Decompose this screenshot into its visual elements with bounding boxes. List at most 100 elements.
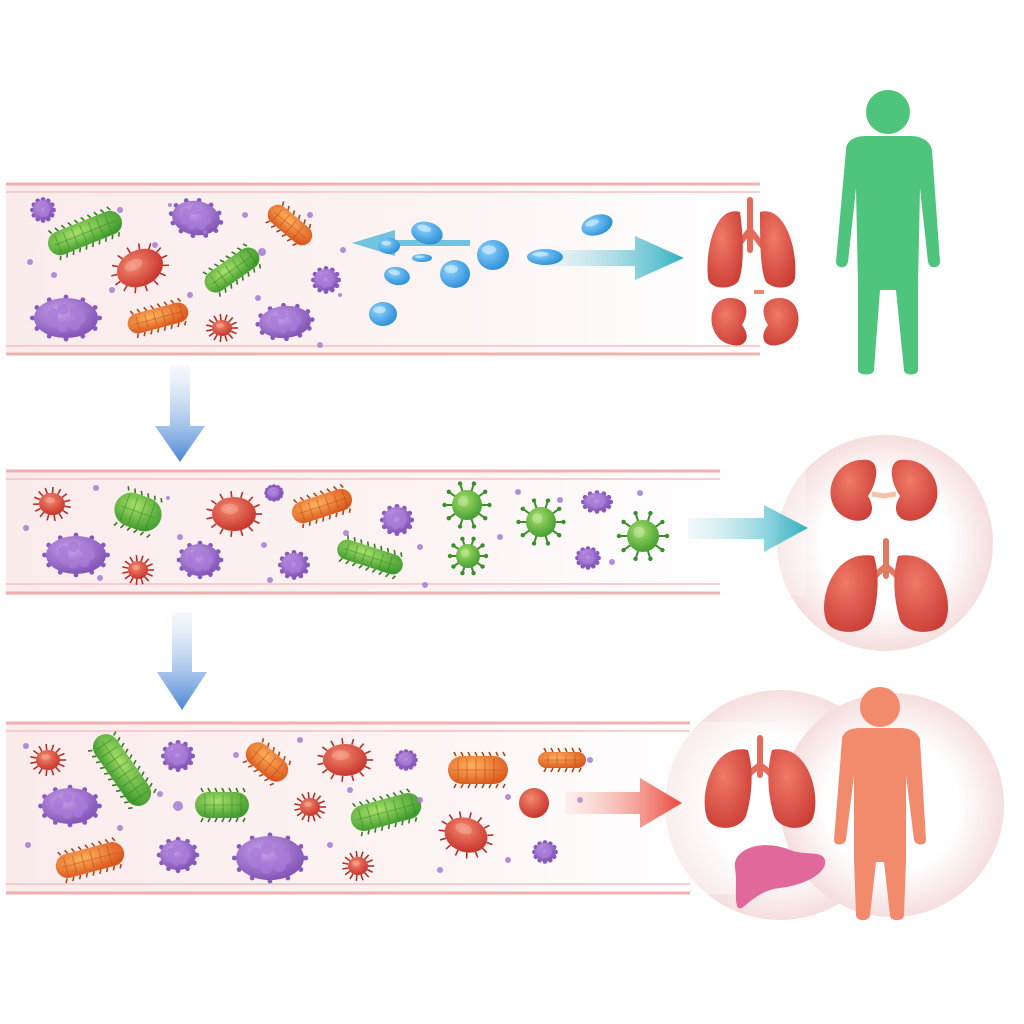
panel-1: [6, 90, 940, 375]
liver-icon: [734, 845, 826, 909]
particle-dot: [317, 342, 323, 348]
particle-dot: [327, 842, 333, 848]
particle-dot: [307, 212, 313, 218]
pill-icon: [477, 240, 509, 270]
bacillus-microbe: [113, 486, 163, 539]
particle-dot: [51, 272, 57, 278]
bacillus-microbe: [538, 747, 586, 773]
microbe-group: [23, 481, 670, 588]
particle-dot: [23, 525, 29, 531]
particle-dot: [637, 490, 643, 496]
particle-dot: [27, 259, 33, 265]
cocci-cluster-microbe: [42, 532, 110, 578]
red-blood-cell: [519, 788, 549, 818]
bacillus-microbe: [195, 787, 249, 823]
particle-dot: [187, 292, 193, 298]
pill-icon: [527, 249, 563, 265]
cocci-cluster-microbe: [255, 302, 315, 342]
pill-icon: [411, 221, 443, 245]
particle-dot: [343, 530, 349, 536]
particle-dot: [515, 489, 521, 495]
spiked-microbe: [516, 498, 566, 546]
particle-dot: [25, 842, 31, 848]
red-bacterium-microbe: [438, 811, 494, 859]
particle-dot: [437, 867, 443, 873]
particle-dot: [417, 544, 423, 550]
person-icon: [834, 687, 926, 921]
lungs-icon: [704, 735, 816, 828]
red-bacterium-microbe: [33, 486, 71, 522]
red-bacterium-microbe: [122, 554, 154, 586]
particle-dot: [117, 825, 123, 831]
particle-dot: [109, 287, 115, 293]
particle-dot: [340, 247, 346, 253]
particle-dot: [505, 794, 511, 800]
cocci-cluster-microbe: [38, 784, 102, 828]
bacillus-microbe: [448, 751, 508, 789]
bacillus-microbe: [350, 788, 422, 837]
spiked-microbe: [616, 510, 670, 562]
particle-dot: [117, 207, 123, 213]
particle-dot: [258, 248, 266, 256]
particle-dot: [93, 485, 99, 491]
right-arrow-icon: [540, 236, 684, 280]
bacillus-microbe: [242, 737, 292, 786]
particle-dot: [422, 582, 428, 588]
down-arrow-icon: [157, 612, 207, 710]
red-bacterium-microbe: [30, 744, 66, 776]
pill-icon: [581, 214, 613, 236]
kidneys-icon: [711, 290, 799, 346]
person-icon: [836, 90, 940, 375]
particle-dot: [97, 575, 103, 581]
spiked-microbe: [447, 536, 489, 576]
lungs-icon: [824, 538, 948, 632]
red-bacterium-microbe: [111, 243, 169, 294]
cocci-cluster-microbe: [231, 832, 309, 884]
red-bacterium-microbe: [294, 791, 326, 823]
cocci-cluster-microbe: [30, 294, 102, 342]
particle-dot: [157, 791, 163, 797]
right-arrow-icon: [565, 778, 682, 828]
particle-dot: [347, 787, 353, 793]
particle-dot: [297, 737, 303, 743]
down-arrow-icon: [155, 365, 205, 462]
right-arrow-icon: [688, 505, 808, 552]
red-bacterium-microbe: [317, 738, 373, 782]
cocci-cluster-microbe: [160, 739, 196, 773]
spiked-microbe: [442, 481, 492, 529]
particle-dot: [173, 801, 183, 811]
pill-icon: [378, 238, 400, 254]
pill-icon: [384, 266, 410, 286]
particle-dot: [168, 203, 172, 207]
cocci-cluster-microbe: [532, 840, 558, 864]
particle-dot: [203, 230, 207, 234]
cocci-cluster-microbe: [156, 836, 200, 874]
particle-dot: [609, 559, 615, 565]
particle-dot: [233, 752, 239, 758]
particle-dot: [261, 542, 267, 548]
bacillus-microbe: [291, 483, 353, 529]
particle-dot: [338, 293, 342, 297]
kidneys-icon: [830, 459, 938, 521]
cocci-cluster-microbe: [580, 490, 614, 514]
particle-dot: [152, 242, 158, 248]
cocci-cluster-microbe: [168, 198, 224, 238]
pill-group: [369, 214, 613, 326]
microbe-group: [27, 197, 346, 348]
particle-dot: [166, 496, 170, 500]
cocci-cluster-microbe: [379, 503, 415, 537]
pill-icon: [412, 254, 432, 262]
bacillus-microbe: [55, 837, 125, 884]
cocci-cluster-microbe: [264, 484, 284, 502]
particle-dot: [417, 797, 423, 803]
panel-2: [6, 435, 993, 651]
bacillus-microbe: [127, 297, 189, 339]
cocci-cluster-microbe: [30, 197, 56, 223]
particle-dot: [23, 743, 29, 749]
bacillus-microbe: [265, 201, 313, 247]
cocci-cluster-microbe: [277, 550, 311, 580]
particle-dot: [242, 212, 248, 218]
panel-3: [6, 687, 1004, 921]
